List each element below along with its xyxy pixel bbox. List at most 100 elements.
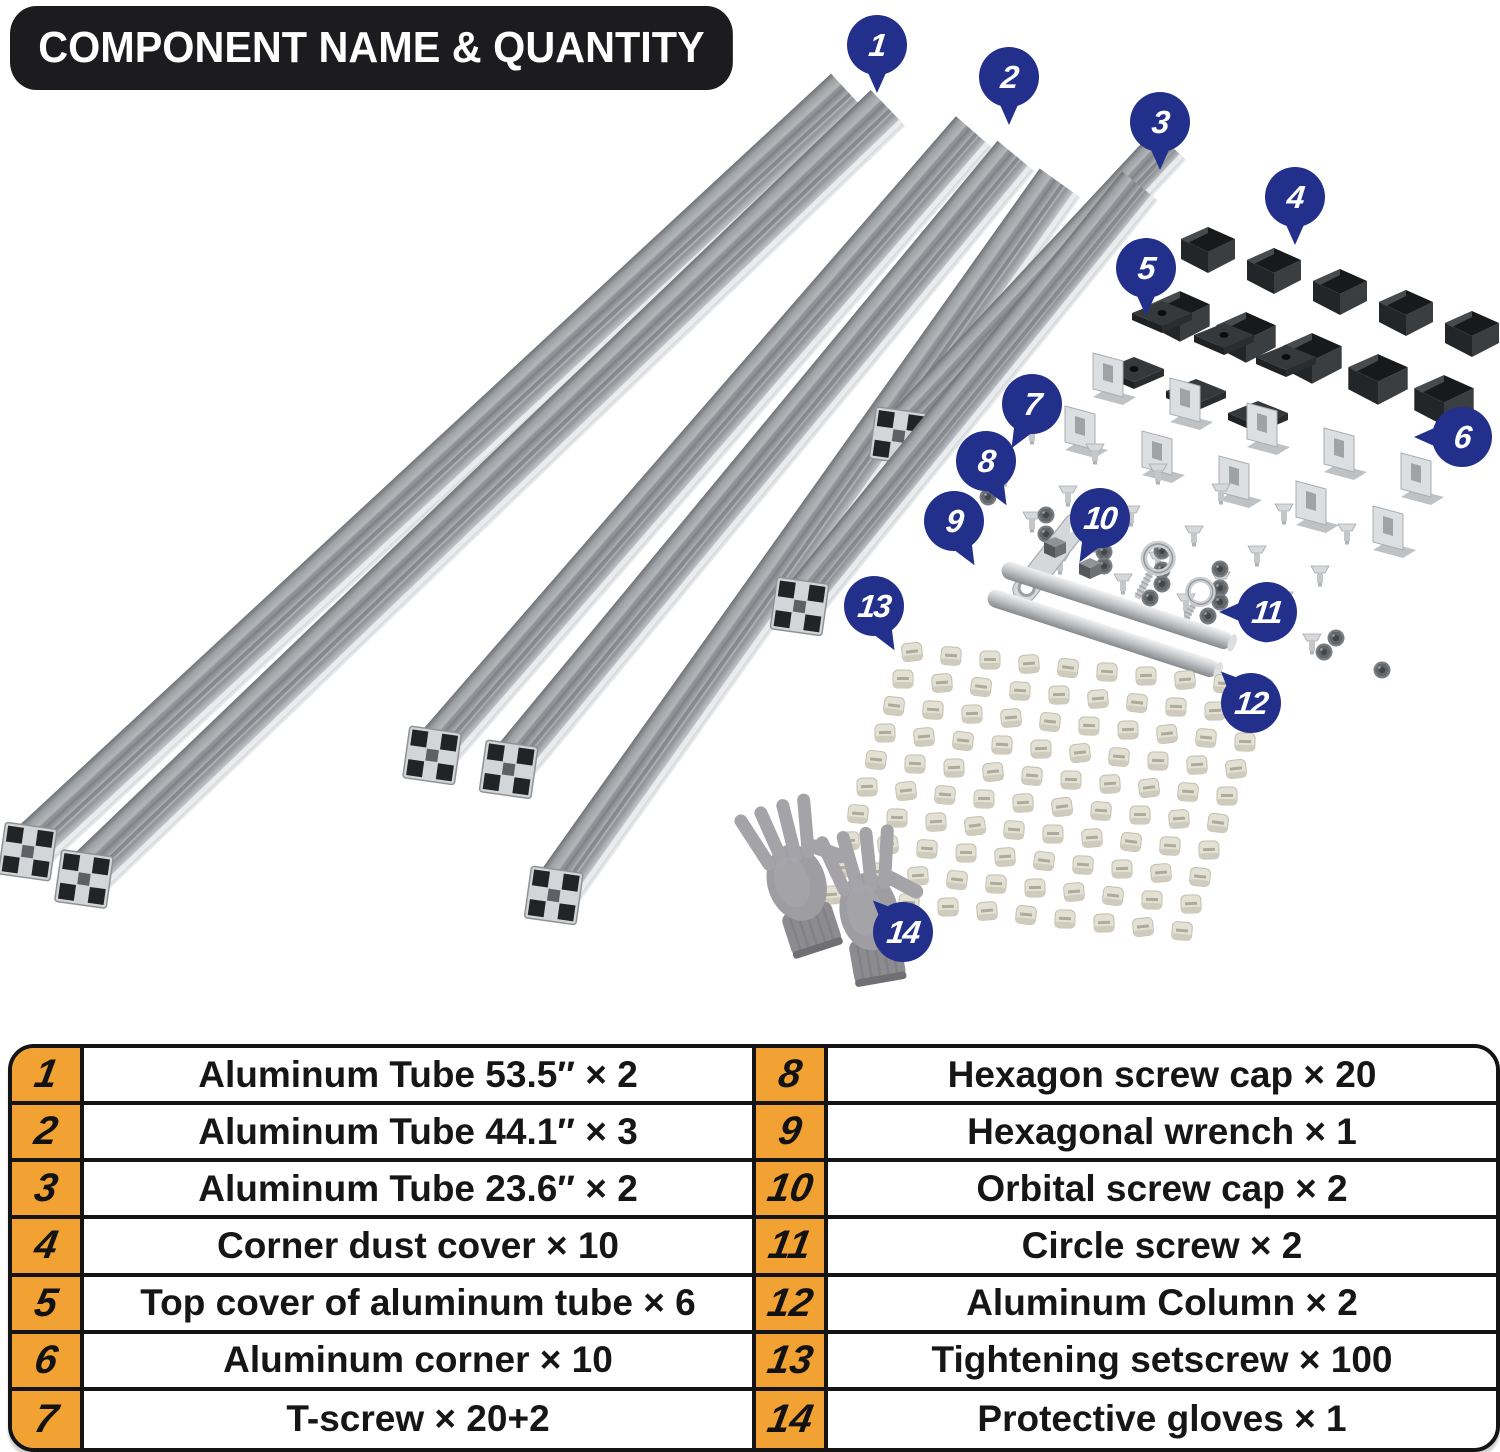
tightening-setscrew-icon [1180,894,1202,914]
tightening-setscrew-icon [1147,751,1169,771]
hexagon-screw-cap-icon [1199,607,1217,625]
tightening-setscrew-icon [1198,840,1220,860]
right-row-number-8: 8 [756,1048,828,1106]
left-row-label-6: Aluminum corner × 10 [84,1333,752,1391]
hexagon-screw-cap-icon [1269,611,1287,629]
tightening-setscrew-icon [1069,742,1091,764]
left-row-number-4: 4 [12,1219,84,1277]
aluminum-tubes [0,73,1187,926]
corner-dust-cover-icon [1414,375,1474,426]
hexagon-screw-cap-icon [1095,524,1113,542]
hexagon-screw-cap-icon [1211,579,1229,597]
hexagon-screw-cap-icon [1141,589,1159,607]
orbital-screw-cap-icon [1044,537,1066,558]
left-row-label-7: T-screw × 20+2 [84,1390,752,1448]
hexagon-screw-cap-icon [1373,661,1391,679]
tightening-setscrew-icon [904,754,926,774]
t-screw-icon [1337,523,1357,545]
row-number: 2 [31,1109,62,1154]
tightening-setscrew-icon [1042,824,1064,844]
hexagon-screw-cap-icon [1153,575,1171,593]
tightening-setscrew-icon [886,808,908,828]
tightening-setscrew-icon [856,777,878,797]
row-number: 8 [775,1052,806,1097]
tightening-setscrew-icon [1138,777,1160,799]
tightening-setscrew-icon [1057,657,1079,679]
tightening-setscrew-icon [1018,654,1040,674]
tightening-setscrew-icon [1171,921,1193,941]
hexagon-screw-cap-icon [1037,506,1055,524]
row-number: 5 [31,1280,62,1325]
tightening-setscrew-icon [1099,774,1121,794]
aluminum-corner-icon [1218,455,1262,508]
orbital-screw-caps [1044,537,1101,579]
left-row-number-6: 6 [12,1333,84,1391]
tightening-setscrew-icon [982,761,1004,783]
tightening-setscrew-icon [883,695,905,717]
t-screw-icon [995,465,1015,487]
t-screw-icon [1274,503,1294,525]
tightening-setscrew-icon [1033,850,1055,872]
aluminum-corner-icon [1372,505,1416,558]
tightening-setscrew-icon [925,812,947,832]
tightening-setscrew-icon [1252,678,1274,698]
hexagon-screw-cap-icon [1327,629,1345,647]
row-number: 10 [763,1166,817,1211]
corner-dust-cover-icon [1247,248,1301,294]
aluminum-tube-53in [54,89,906,909]
top-cover-icon [1256,345,1316,377]
right-row-label-9: Hexagonal wrench × 1 [828,1105,1496,1163]
t-screw-icon [1184,525,1204,547]
left-row-number-2: 2 [12,1105,84,1163]
tightening-setscrew-icon [1051,796,1073,818]
tightening-setscrew-icon [1129,805,1151,825]
tightening-setscrew-icon [1132,916,1154,938]
row-number: 14 [763,1396,817,1441]
left-row-label-1: Aluminum Tube 53.5″ × 2 [84,1048,752,1106]
left-row-number-7: 7 [12,1390,84,1448]
row-number: 6 [31,1337,62,1382]
t-screw-icon [1113,573,1133,595]
aluminum-corner-icon [1169,377,1213,430]
t-screw-icon [1022,423,1042,445]
t-screw-icon [1058,485,1078,507]
tightening-setscrew-icon [1189,866,1211,888]
tightening-setscrew-icon [1087,689,1109,709]
right-row-label-14: Protective gloves × 1 [828,1390,1496,1448]
top-covers [1104,301,1316,433]
tightening-setscrew-icon [937,897,959,917]
tightening-setscrew-icon [1177,782,1199,802]
t-screw-icon [1239,613,1259,635]
row-number: 1 [31,1052,62,1097]
parts-illustration [0,73,1499,987]
corner-dust-cover-icon [1379,290,1433,336]
tightening-setscrew-icon [1048,685,1070,705]
tightening-setscrew-icon [1054,909,1076,929]
tightening-setscrew-icon [1126,692,1148,714]
tightening-setscrew-icon [1021,766,1043,786]
tightening-setscrew-icon [985,874,1007,894]
tightening-setscrew-icon [1159,836,1181,856]
tightening-setscrew-icon [1135,666,1157,686]
tightening-setscrew-icon [1120,831,1142,853]
tightening-setscrew-icon [1030,739,1052,759]
tightening-setscrew-icon [976,901,998,921]
tightening-setscrew-icon [901,641,923,663]
corner-dust-cover-icon [1181,227,1235,273]
aluminum-corner-icon [1141,430,1185,483]
tightening-setscrew-icon [955,843,977,863]
tightening-setscrew-icon [1015,904,1037,926]
tightening-setscrew-icon [1243,704,1265,726]
tightening-setscrew-icon [874,723,896,743]
page-title: COMPONENT NAME & QUANTITY [38,23,705,72]
corner-dust-cover-icon [1348,354,1408,405]
tightening-setscrew-icon [1111,859,1133,879]
t-screw-icon [1302,633,1322,655]
row-number: 3 [31,1166,62,1211]
tightening-setscrew-icon [1156,723,1178,745]
circle-screw-icon [1134,540,1176,600]
